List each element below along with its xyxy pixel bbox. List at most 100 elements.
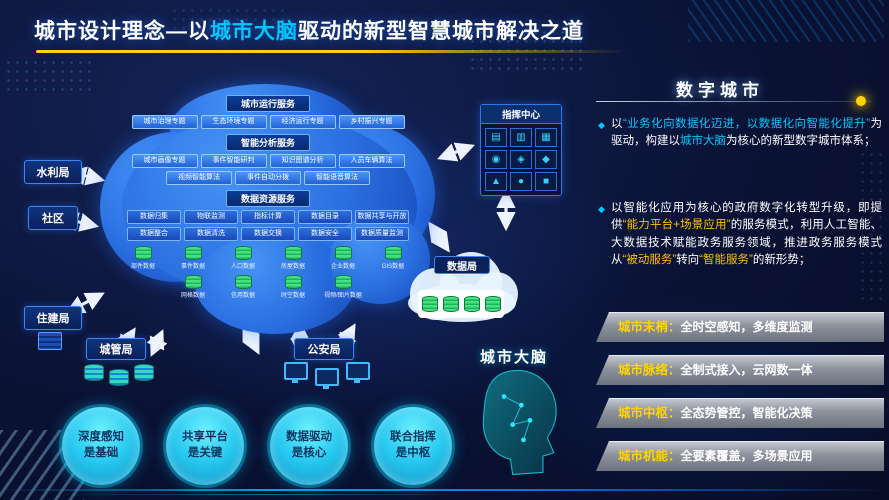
page-title: 城市设计理念—以城市大脑驱动的新型智慧城市解决之道: [34, 15, 584, 45]
service-chip: 事件智能研判: [200, 154, 267, 168]
header-underline: [596, 101, 872, 102]
data-item: 事件数据: [169, 246, 217, 270]
bullet-icon: ◆: [598, 120, 605, 130]
service-chip: 事件自动分拨: [235, 171, 301, 185]
data-items-row: 网格数据信用数据时空数据视频/图片数据: [116, 275, 420, 299]
banner-row: 城市脉络：全制式接入，云网数一体: [596, 355, 884, 385]
bullet-text-segment: 的服务模式，利用人工智能、大数据技术赋能政务服务领域，推进政务服务模式从: [611, 219, 883, 266]
service-chip: 数据质量监测: [355, 227, 409, 241]
banner-label: 城市机能：: [618, 449, 681, 463]
data-service-row: 数据归集物联监测指标计算数据目录数据共享与开放: [116, 210, 420, 224]
urban-mgmt-databases: [84, 364, 154, 386]
monitor-icon: [315, 368, 339, 389]
ai-service-row: 城市画像专题事件智能研判知识图谱分析人员车辆算法: [116, 154, 420, 168]
data-item-label: GIS数据: [381, 264, 405, 270]
bullet-text-segment: 的新形势；: [752, 253, 811, 266]
section-data-service-title: 数据资源服务: [225, 190, 310, 207]
service-chip: 城市治理专题: [131, 115, 198, 129]
grid-icon: ▦: [535, 128, 557, 147]
service-chip: 数据目录: [298, 210, 352, 224]
banner-desc: 全态势管控，智能化决策: [680, 406, 813, 420]
data-item-label: 部件数据: [130, 264, 155, 270]
head-silhouette-icon: [482, 369, 557, 476]
data-item-label: 事件数据: [180, 264, 205, 270]
circle-subtitle: 是中枢: [395, 447, 431, 459]
data-item-label: 房屋数据: [280, 264, 305, 270]
bullet-text: 以“业务化向数据化迈进，以数据化向智能化提升”为驱动，构建以城市大脑为核心的新型…: [611, 118, 882, 147]
service-chip: 视频智能算法: [166, 171, 232, 185]
banner-label: 城市末梢：: [618, 320, 681, 334]
database-icon: [384, 246, 402, 260]
circle-subtitle: 是基础: [83, 447, 119, 459]
banner-desc: 全时空感知，多维度监测: [680, 320, 813, 334]
principle-circles: 深度感知是基础共享平台是关键数据驱动是核心联合指挥是中枢: [62, 407, 452, 485]
brain-content: 城市运行服务 城市治理专题生态环境专题经济运行专题乡村振兴专题 智能分析服务 城…: [116, 90, 420, 299]
data-item: 部件数据: [119, 246, 167, 270]
service-chip: 物联监测: [184, 210, 238, 224]
circle-subtitle: 是核心: [291, 447, 327, 459]
public-security-terminals: [284, 362, 370, 389]
glow-dot-decoration: [856, 96, 866, 106]
org-label-data-bureau: 数据局: [434, 256, 490, 274]
network-icon: ◈: [510, 150, 532, 169]
bullet-text-segment: 为核心的新型数字城市体系；: [726, 135, 876, 148]
banner-label: 城市脉络：: [618, 363, 681, 377]
service-chip: 数据共享与开放: [355, 210, 409, 224]
data-item-label: 企业数据: [330, 264, 355, 270]
service-chip: 指标计算: [241, 210, 295, 224]
bullet-text-segment: 城市大脑: [680, 135, 726, 148]
bullet-point: ◆ 以“业务化向数据化迈进，以数据化向智能化提升”为驱动，构建以城市大脑为核心的…: [598, 116, 882, 151]
data-item: 人口数据: [219, 246, 267, 270]
org-label-water-bureau: 水利局: [24, 160, 82, 184]
bullet-text-segment: 转向: [676, 253, 700, 266]
section-run-service-title: 城市运行服务: [225, 95, 310, 112]
circle-title: 数据驱动: [286, 431, 332, 444]
data-item-label: 人口数据: [230, 264, 255, 270]
city-brain-head-graphic: [462, 364, 572, 494]
data-items-row: 部件数据 事件数据 人口数据 房屋数据 企业数据 GIS数据: [116, 246, 420, 270]
dot-grid-decoration: [4, 58, 92, 94]
city-brain-diagram: 城市运行服务 城市治理专题生态环境专题经济运行专题乡村振兴专题 智能分析服务 城…: [100, 84, 436, 340]
data-item: GIS数据: [369, 246, 417, 270]
panel-icon: ■: [535, 172, 557, 191]
circle-title: 深度感知: [78, 431, 124, 444]
banner-row: 城市末梢：全时空感知，多维度监测: [596, 312, 884, 342]
alert-icon: ▲: [485, 172, 507, 191]
database-icon: [334, 275, 352, 289]
title-suffix: 驱动的新型智慧城市解决之道: [298, 20, 584, 43]
command-center-icon-grid: ▤▥▦◉◈◆▲●■: [481, 124, 561, 195]
database-icon: [184, 246, 202, 260]
data-item-label: 时空数据: [280, 293, 305, 299]
monitor-icon: [346, 362, 370, 383]
database-icon: [484, 296, 501, 312]
service-chip: 城市画像专题: [131, 154, 198, 168]
title-underline: [36, 50, 626, 53]
building-icon: [38, 332, 62, 350]
target-icon: ◉: [485, 150, 507, 169]
data-item: 企业数据: [319, 246, 367, 270]
org-label-urban-mgmt-bureau: 城管局: [86, 338, 146, 360]
database-icon: [84, 364, 104, 381]
service-chip: 数据安全: [298, 227, 352, 241]
org-label-community: 社区: [28, 206, 78, 230]
service-chip: 数据清洗: [184, 227, 238, 241]
arrow: [437, 142, 475, 162]
command-center-panel: 指挥中心 ▤▥▦◉◈◆▲●■: [480, 104, 562, 196]
database-icon: [184, 275, 202, 289]
city-brain-label: 城市大脑: [480, 349, 549, 366]
database-icon: [284, 246, 302, 260]
service-chip: 经济运行专题: [269, 115, 336, 129]
database-icon: [284, 275, 302, 289]
org-label-public-security-bureau: 公安局: [294, 338, 354, 360]
data-item: 视频/图片数据: [319, 275, 367, 299]
service-chip: 乡村振兴专题: [338, 115, 405, 129]
principle-circle: 深度感知是基础: [62, 407, 140, 485]
command-center-title: 指挥中心: [481, 105, 561, 124]
banner-row: 城市机能：全要素覆盖，多场景应用: [596, 441, 884, 471]
data-item: 房屋数据: [269, 246, 317, 270]
service-chip: 数据归集: [127, 210, 181, 224]
banner-desc: 全要素覆盖，多场景应用: [680, 449, 813, 463]
service-chip: 人员车辆算法: [338, 154, 405, 168]
bullet-text-segment: “被动服务”: [622, 253, 677, 266]
